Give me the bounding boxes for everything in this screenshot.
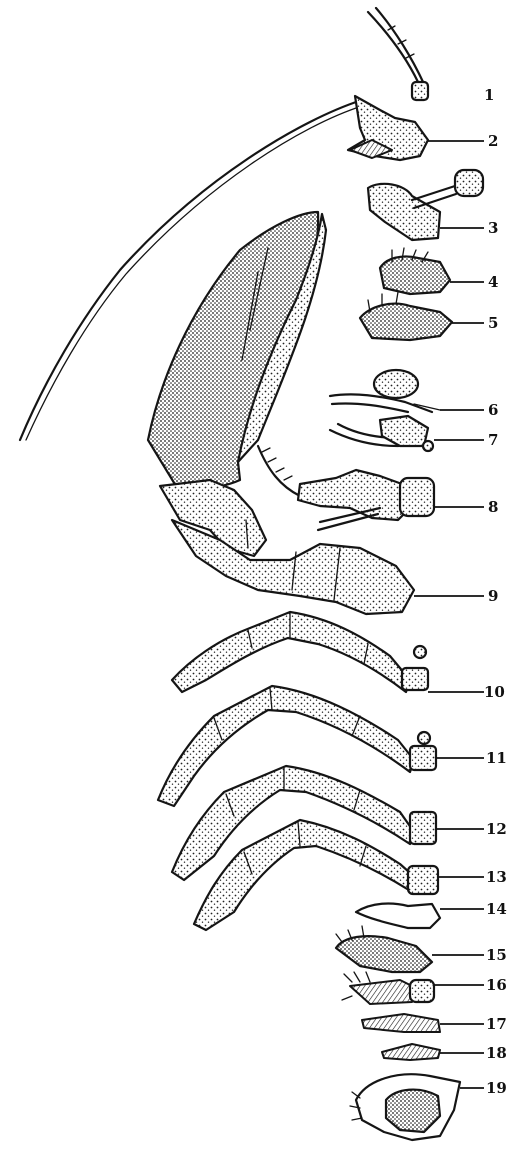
label-6: 6 xyxy=(488,401,498,419)
appendage-4 xyxy=(380,248,450,294)
appendage-16 xyxy=(342,972,434,1004)
appendage-19 xyxy=(350,1074,460,1140)
appendage-5 xyxy=(360,292,452,340)
appendage-14 xyxy=(356,904,440,928)
label-19: 19 xyxy=(486,1079,507,1097)
appendage-15 xyxy=(336,926,432,972)
label-1: 1 xyxy=(484,86,494,104)
appendage-9-chela xyxy=(148,212,414,614)
appendage-10 xyxy=(172,612,428,692)
label-14: 14 xyxy=(486,900,507,918)
appendage-17 xyxy=(362,1014,440,1032)
appendage-7 xyxy=(330,416,433,451)
label-16: 16 xyxy=(486,976,507,994)
label-7: 7 xyxy=(488,431,498,449)
appendage-1-antennule xyxy=(368,8,428,100)
appendage-18 xyxy=(382,1044,440,1060)
appendage-3 xyxy=(368,170,483,240)
appendage-6 xyxy=(330,370,440,412)
label-13: 13 xyxy=(486,868,507,886)
label-17: 17 xyxy=(486,1015,507,1033)
label-5: 5 xyxy=(488,314,498,332)
label-9: 9 xyxy=(488,587,498,605)
label-12: 12 xyxy=(486,820,507,838)
label-4: 4 xyxy=(488,273,498,291)
label-11: 11 xyxy=(486,749,507,767)
label-8: 8 xyxy=(488,498,498,516)
label-10: 10 xyxy=(484,683,505,701)
label-3: 3 xyxy=(488,219,498,237)
label-18: 18 xyxy=(486,1044,507,1062)
label-15: 15 xyxy=(486,946,507,964)
label-2: 2 xyxy=(488,132,498,150)
number-labels: 1 2 3 4 5 6 7 8 9 10 11 12 13 14 15 16 1… xyxy=(484,86,507,1097)
appendage-8 xyxy=(258,446,434,530)
